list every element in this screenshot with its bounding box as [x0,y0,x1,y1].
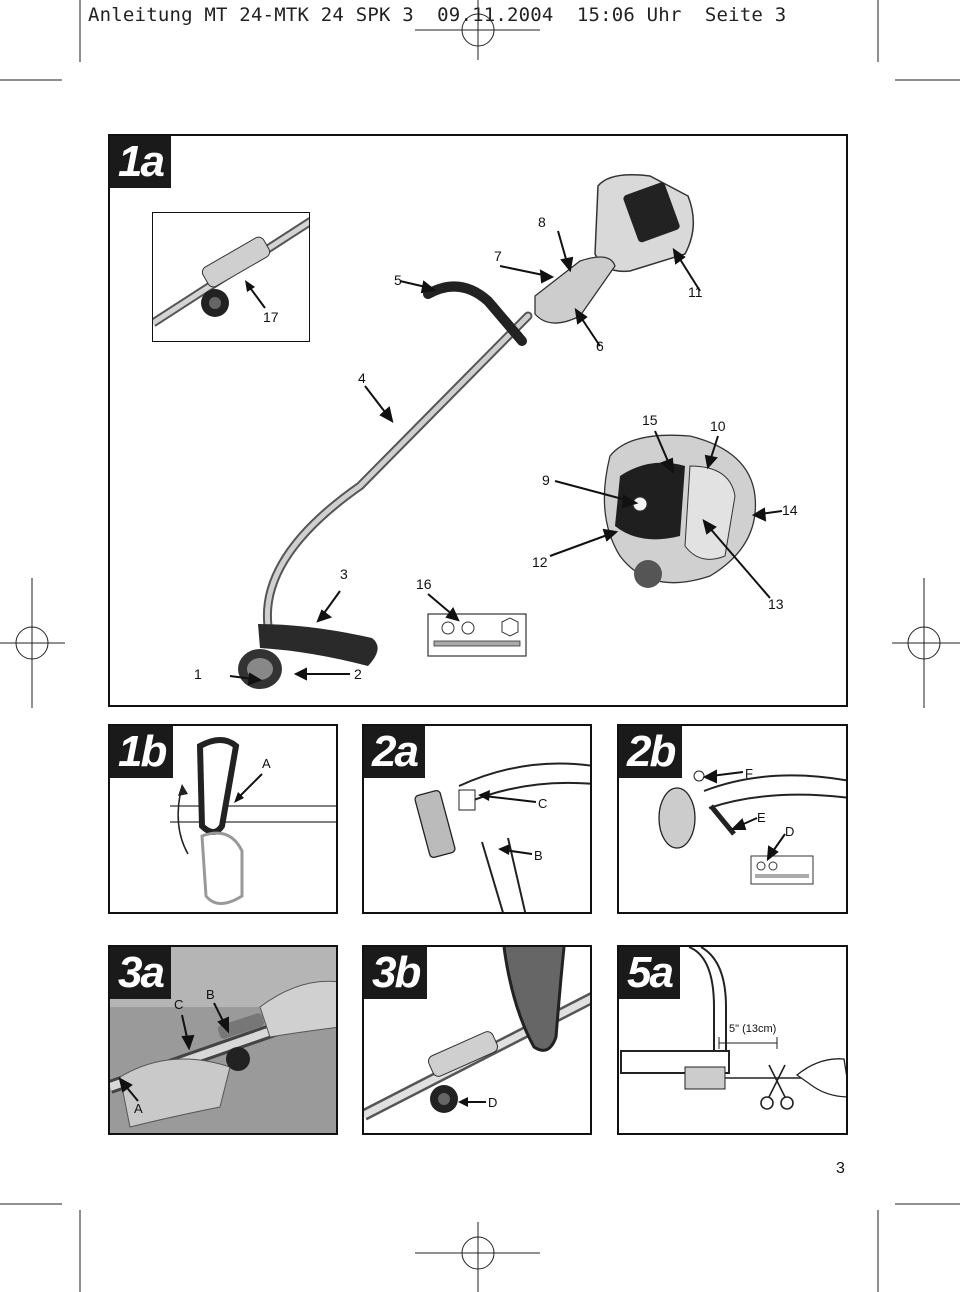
figure-label-1b: 1b [110,726,174,778]
callout-A: A [134,1101,143,1116]
callout-11: 11 [688,284,703,300]
callout-14: 14 [782,502,798,518]
callout-C: C [538,796,548,811]
figure-3b: 3b D [362,945,592,1135]
callout-D: D [785,824,795,839]
callout-6: 6 [596,338,604,354]
figure-label-2b: 2b [619,726,683,778]
handle-bracket-drawing [414,762,590,912]
figure-1a: 17 1a 8 7 5 11 6 4 15 10 9 14 12 3 16 13… [108,134,848,707]
callout-C: C [174,997,184,1012]
figure-label-5a: 5a [619,947,680,999]
figure-label-2a: 2a [364,726,425,778]
clamp-knob-drawing [153,217,309,327]
callout-10: 10 [710,418,726,434]
figure-label-3b: 3b [364,947,428,999]
figure-3a: 3a C B A [108,945,338,1135]
callout-5-inch-13cm: 5" (13cm) [729,1023,777,1035]
loop-handle-knob-drawing [364,947,590,1121]
figure-5a: 5a 5" (13cm) [617,945,848,1135]
callout-15: 15 [642,412,658,428]
inset-clamp-detail: 17 [152,212,310,342]
figure-2a: 2a C B [362,724,592,914]
page-number: 3 [836,1160,845,1177]
callout-B: B [534,848,543,863]
callout-17: 17 [263,309,279,325]
line-length-cutting-drawing [620,947,846,1110]
callout-A: A [262,756,271,771]
callout-D: D [488,1095,498,1110]
figure-label-3a: 3a [110,947,171,999]
callout-4: 4 [358,370,366,386]
callout-7: 7 [494,248,502,264]
figure-1b: 1b A [108,724,338,914]
figure-label-1a: 1a [110,136,171,188]
callout-5: 5 [394,272,402,288]
callout-16: 16 [416,576,432,592]
callout-F: F [745,766,753,781]
handle-assembly-drawing [658,769,846,885]
callout-3: 3 [340,566,348,582]
callout-12: 12 [532,554,548,570]
callout-B: B [206,987,215,1002]
callout-9: 9 [542,472,550,488]
callout-13: 13 [768,596,784,612]
callout-E: E [757,810,766,825]
callout-2: 2 [354,666,362,682]
header-slug: Anleitung MT 24-MTK 24 SPK 3 09.11.2004 … [88,4,787,26]
callout-1: 1 [194,666,202,682]
callout-8: 8 [538,214,546,230]
figure-2b: 2b F E D [617,724,848,914]
loop-handle-drawing [170,737,336,905]
trimmer-overview-drawing [229,174,783,689]
